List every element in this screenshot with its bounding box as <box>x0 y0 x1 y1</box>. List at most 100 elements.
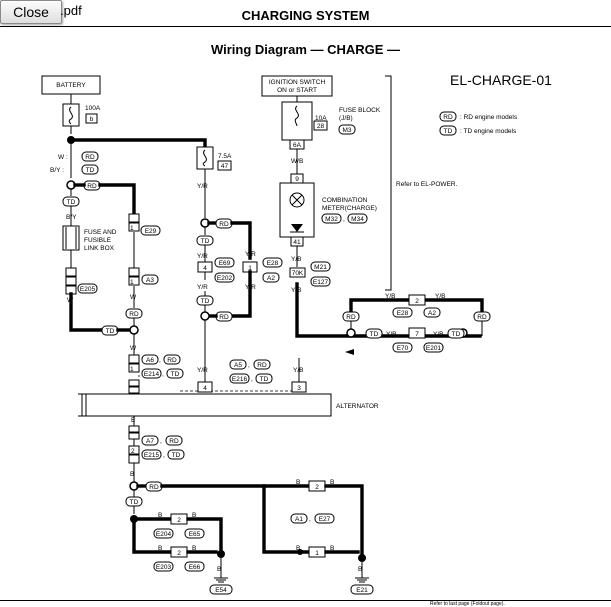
diagram-label: Y/R <box>197 284 208 291</box>
diagram-label: , <box>159 357 161 364</box>
diagram-label: RD <box>169 438 179 445</box>
diagram-label: IGNITION SWITCH <box>269 79 326 86</box>
diagram-label: TD <box>444 128 453 135</box>
ignition-switch: IGNITION SWITCH ON or START <box>261 75 333 97</box>
diagram-label: TD <box>86 167 95 174</box>
diagram-label: B <box>330 545 334 552</box>
diagram-title: Wiring Diagram — CHARGE — <box>210 42 401 57</box>
diagram-label: TD <box>130 499 139 506</box>
diagram-label: W <box>130 345 137 352</box>
legend: RD : RD engine models TD : TD engine mod… <box>439 111 518 136</box>
diagram-label: TD <box>260 376 269 383</box>
diagram-label: E27 <box>319 516 331 523</box>
file-tab-label: .pdf <box>60 3 82 18</box>
diagram-code: EL-CHARGE-01 <box>450 72 552 88</box>
diagram-label: M32 <box>325 216 338 223</box>
diagram-label: E28 <box>267 260 279 267</box>
diagram-label: 1 <box>130 279 134 286</box>
diagram-label: , <box>160 438 162 445</box>
diagram-label: E65 <box>189 531 201 538</box>
diagram-label: 4 <box>203 265 207 272</box>
diagram-label: RD <box>219 314 229 321</box>
diagram-label: 70K <box>292 270 304 277</box>
diagram-label: E70 <box>397 345 409 352</box>
battery: BATTERY <box>41 75 101 95</box>
diagram-label: E205 <box>80 286 96 293</box>
diagram-label: TD <box>201 298 210 305</box>
diagram-label: , <box>251 376 253 383</box>
diagram-label: 1 <box>130 366 134 373</box>
diagram-label: A6 <box>146 357 154 364</box>
diagram-label: RD <box>443 114 453 121</box>
diagram-label: Y/B <box>291 256 301 263</box>
diagram-label: RD <box>219 221 229 228</box>
alternator: ALTERNATOR <box>78 393 379 417</box>
fuse-7-5a: 7.5A 47 <box>196 146 232 171</box>
bottom-note: Refer to last page (Foldout page). <box>430 601 505 607</box>
diagram-label: RD <box>87 183 97 190</box>
diagram-label: 100A <box>85 105 101 112</box>
diagram-label: A7 <box>146 438 154 445</box>
diagram-label: 2 <box>415 298 419 305</box>
diagram-label: E214 <box>144 371 160 378</box>
diagram-label: FUSE BLOCK <box>339 107 381 114</box>
diagram-label: RD <box>477 314 487 321</box>
diagram-label: , <box>248 362 250 369</box>
diagram-label: B <box>330 479 334 486</box>
diagram-label: Y/B <box>385 293 395 300</box>
diagram-label: E54 <box>215 587 227 594</box>
diagram-label: 2 <box>177 517 181 524</box>
diagram-label: E216 <box>232 376 248 383</box>
diagram-label: FUSIBLE <box>84 237 112 244</box>
diagram-label: , <box>309 516 311 523</box>
diagram-label: ON or START <box>277 87 317 94</box>
diagram-label: 1 <box>130 225 134 232</box>
diagram-label: TD <box>67 199 76 206</box>
diagram-label: 6A <box>293 142 302 149</box>
diagram-label: ALTERNATOR <box>336 403 379 410</box>
diagram-label: Y/B <box>386 331 396 338</box>
diagram-label: TD <box>452 331 461 338</box>
diagram-label: E203 <box>156 564 172 571</box>
diagram-label: A5 <box>234 362 242 369</box>
fuse-block: 10A 28 FUSE BLOCK (J/B) M3 6A <box>281 101 381 150</box>
diagram-label: 1 <box>248 265 252 272</box>
diagram-label: E69 <box>219 260 231 267</box>
diagram-label: A1 <box>295 516 303 523</box>
diagram-label: B <box>130 471 134 478</box>
diagram-label: 47 <box>221 163 229 170</box>
diagram-label: METER(CHARGE) <box>322 205 377 212</box>
diagram-label: W : <box>58 154 68 161</box>
diagram-label: 3 <box>297 385 301 392</box>
diagram-label: 2 <box>177 550 181 557</box>
battery-label: BATTERY <box>56 82 86 89</box>
arrow-left-icon <box>345 349 354 355</box>
diagram-label: E28 <box>397 310 409 317</box>
diagram-label: Y/B <box>293 367 303 374</box>
diagram-label: RD <box>149 484 159 491</box>
diagram-label: B <box>192 512 196 519</box>
diagram-label: B <box>158 512 162 519</box>
diagram-label: E215 <box>144 452 160 459</box>
diagram-label: , <box>162 371 164 378</box>
diagram-label: Y/B <box>435 293 445 300</box>
diagram-label: RD <box>85 154 95 161</box>
page-header-title: CHARGING SYSTEM <box>241 8 370 23</box>
diagram-label: FUSE AND <box>84 229 117 236</box>
diagram-label: E66 <box>189 564 201 571</box>
diagram-label: 7.5A <box>218 153 232 160</box>
fuse-100a: 100A b <box>62 103 101 127</box>
diagram-label: LINK BOX <box>84 245 115 252</box>
diagram-label: Y/R <box>197 183 208 190</box>
diagram-label: TD <box>171 371 180 378</box>
diagram-label: , <box>163 452 165 459</box>
fuse-and-fusible-link-box: FUSE AND FUSIBLE LINK BOX <box>62 225 117 252</box>
diagram-label: b <box>90 116 94 123</box>
diagram-label: RD <box>257 362 267 369</box>
header-divider <box>0 26 611 27</box>
diagram-label: 9 <box>295 176 299 183</box>
diagram-label: B <box>217 566 221 573</box>
close-button[interactable]: Close <box>0 0 62 24</box>
diagram-label: 2 <box>131 448 135 455</box>
